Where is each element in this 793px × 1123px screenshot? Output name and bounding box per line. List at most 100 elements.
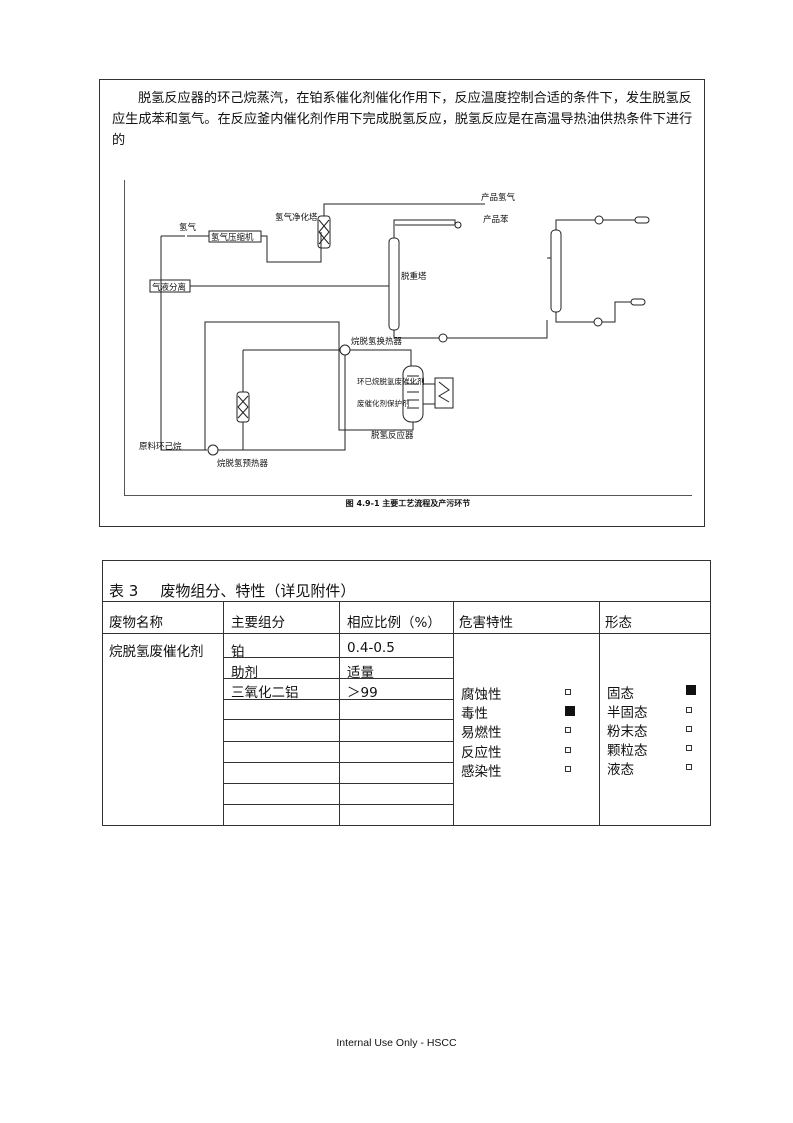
label-separator: 气液分离 [152, 282, 186, 293]
label-catalyst: 环已烷脱氢废催化剂 [357, 376, 425, 386]
col-rule-4 [599, 601, 600, 825]
header-hazard: 危害特性 [459, 615, 513, 631]
rule-under-title [103, 601, 710, 602]
hazard-checkbox[interactable] [565, 689, 571, 695]
second-column [550, 229, 562, 313]
label-product-h2: 产品氢气 [481, 192, 516, 203]
process-section: 脱氢反应器的环己烷蒸汽，在铂系催化剂催化作用下，反应温度控制合适的条件下，发生脱… [99, 79, 705, 527]
waste-name: 烷脱氢废催化剂 [109, 644, 204, 660]
row-rule-4 [223, 719, 453, 720]
table-title: 表 3 废物组分、特性（详见附件） [109, 580, 355, 601]
hazard-checkbox[interactable] [565, 766, 571, 772]
process-flow-diagram: 氢气 氢气压缩机 氢气净化塔 产品氢气 产品苯 气液分离 脱重塔 原料环己烷 烷… [124, 180, 692, 496]
hazard-label: 易燃性 [461, 725, 502, 741]
hazard-checkbox-checked[interactable] [565, 706, 575, 716]
pump-4 [454, 221, 462, 229]
label-hydrogen: 氢气 [179, 222, 197, 233]
hazard-label: 反应性 [461, 745, 502, 761]
hazard-checkbox[interactable] [565, 747, 571, 753]
intro-paragraph: 脱氢反应器的环己烷蒸汽，在铂系催化剂催化作用下，反应温度控制合适的条件下，发生脱… [112, 91, 693, 148]
header-ratio: 相应比例（%） [347, 615, 441, 631]
label-stripper: 脱重塔 [401, 271, 427, 282]
main-reactor [402, 365, 424, 423]
form-label: 颗粒态 [607, 743, 648, 759]
product-tank-1 [634, 216, 650, 224]
table-title-text: 废物组分、特性（详见附件） [160, 582, 356, 600]
row-rule-7 [223, 783, 453, 784]
heater-box [434, 377, 454, 409]
reactor-return-line [338, 350, 414, 431]
pump-3 [593, 317, 603, 327]
preheater-line [215, 350, 346, 451]
reactor-packing [237, 395, 249, 419]
hazard-label: 感染性 [461, 764, 502, 780]
rule-under-header [103, 633, 710, 634]
label-heat-exchanger: 烷脱氢换热器 [351, 336, 403, 347]
form-label: 半固态 [607, 705, 648, 721]
second-bottom-line [555, 312, 595, 323]
heater-coil [438, 381, 450, 403]
heat-exchanger-symbol [339, 344, 351, 356]
row-rule-5 [223, 741, 453, 742]
to-main-reactor-line [347, 349, 412, 366]
component-ratio: 0.4-0.5 [347, 640, 395, 656]
label-reactor: 脱氢反应器 [371, 430, 414, 441]
hazard-label: 毒性 [461, 706, 488, 722]
label-feed: 原料环己烷 [139, 441, 182, 452]
oil-lines [423, 383, 435, 405]
preheater-symbol [207, 444, 219, 456]
form-checkbox[interactable] [686, 707, 692, 713]
left-main-line [160, 236, 207, 451]
form-checkbox[interactable] [686, 745, 692, 751]
stripper-column [388, 237, 400, 331]
table-number: 表 3 [109, 582, 139, 600]
page-footer: Internal Use Only - HSCC [336, 1037, 457, 1049]
pump-1 [438, 333, 448, 343]
figure-caption: 图 4.9-1 主要工艺流程及产污环节 [345, 499, 471, 508]
row-rule-1 [223, 657, 453, 658]
reactor-down-line [215, 422, 244, 451]
second-bottom-out-line [601, 301, 631, 323]
second-top-line [555, 219, 595, 230]
row-rule-2 [223, 678, 453, 679]
header-name: 废物名称 [109, 615, 163, 631]
form-label: 粉末态 [607, 724, 648, 740]
form-checkbox-checked[interactable] [686, 685, 696, 695]
component-name: 铂 [231, 644, 245, 660]
form-checkbox[interactable] [686, 726, 692, 732]
product-tank-2 [630, 298, 646, 306]
component-name: 助剂 [231, 665, 258, 681]
col-rule-1 [223, 601, 224, 825]
header-component: 主要组分 [231, 615, 285, 631]
stripper-bottom-line [393, 330, 439, 339]
form-label: 液态 [607, 762, 634, 778]
form-label: 固态 [607, 686, 634, 702]
to-purifier-line [261, 232, 322, 263]
form-checkbox[interactable] [686, 764, 692, 770]
header-form: 形态 [605, 615, 632, 631]
reactor-tubes [407, 375, 419, 409]
to-second-column-line [447, 320, 548, 339]
hazard-checkbox[interactable] [565, 727, 571, 733]
col-rule-2 [339, 601, 340, 825]
product-h2-line [323, 203, 485, 216]
row-rule-8 [223, 804, 453, 805]
flow-diagram-svg: 氢气 氢气压缩机 氢气净化塔 产品氢气 产品苯 气液分离 脱重塔 原料环己烷 烷… [139, 192, 650, 469]
loop-top-line [204, 321, 340, 450]
label-purifier: 氢气净化塔 [275, 212, 318, 223]
pump-2 [594, 215, 604, 225]
row-rule-6 [223, 762, 453, 763]
col-rule-3 [453, 601, 454, 825]
label-product-benzene: 产品苯 [483, 214, 509, 225]
label-compressor: 氢气压缩机 [211, 232, 254, 243]
component-name: 三氧化二铝 [231, 685, 299, 701]
label-protectant: 废催化剂保护剂 [357, 398, 410, 408]
row-rule-3 [223, 699, 453, 700]
purifier-packing [318, 219, 330, 245]
hazard-label: 腐蚀性 [461, 687, 502, 703]
component-ratio: 适量 [347, 665, 374, 681]
label-preheater: 烷脱氢预热器 [217, 458, 269, 469]
stripper-top-line [393, 219, 456, 238]
component-ratio: ＞99 [347, 685, 378, 701]
